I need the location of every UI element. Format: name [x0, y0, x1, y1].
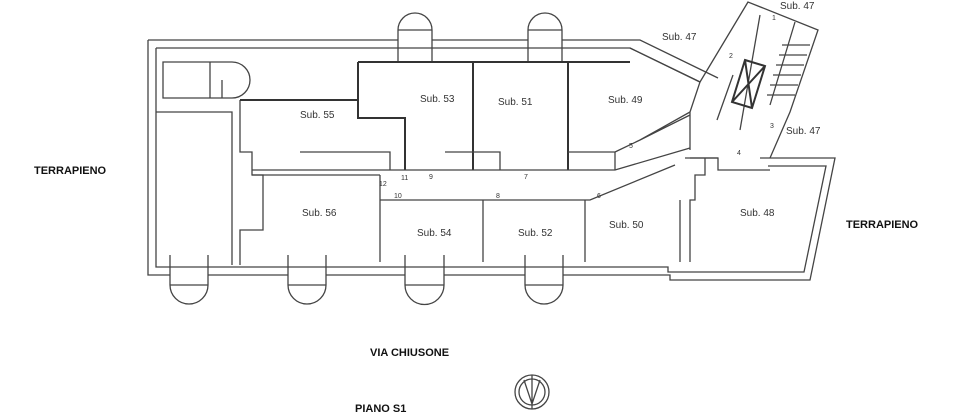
marker-2: 2 — [729, 53, 733, 60]
room-label-sub48: Sub. 48 — [740, 208, 775, 219]
inner-wall — [155, 47, 827, 273]
marker-8: 8 — [496, 193, 500, 200]
room-walls-upper-thin — [300, 47, 701, 170]
marker-1: 1 — [772, 15, 776, 22]
marker-3: 3 — [770, 123, 774, 130]
room-label-sub49: Sub. 49 — [608, 95, 643, 106]
outer-wall — [147, 39, 836, 281]
stairs — [767, 21, 810, 106]
marker-4: 4 — [737, 150, 741, 157]
lift-shaft — [730, 58, 767, 110]
marker-10: 10 — [394, 193, 402, 200]
room-label-sub52: Sub. 52 — [518, 228, 553, 239]
marker-7: 7 — [524, 174, 528, 181]
north-arrow-icon — [514, 374, 550, 410]
terrapieno-right-label: TERRAPIENO — [846, 219, 919, 231]
room-walls-upper — [240, 61, 630, 170]
marker-12: 12 — [379, 181, 387, 188]
bay-bottom — [524, 255, 564, 305]
room-label-sub51: Sub. 51 — [498, 97, 533, 108]
corridor — [252, 147, 691, 262]
stairwell — [699, 1, 819, 159]
bay-top — [527, 12, 563, 62]
bay-bottom — [169, 255, 209, 305]
room-label-sub54: Sub. 54 — [417, 228, 452, 239]
room-label-sub56: Sub. 56 — [302, 208, 337, 219]
floor-label: PIANO S1 — [355, 403, 406, 415]
room-label-sub50: Sub. 50 — [609, 220, 644, 231]
bay-bottom — [404, 255, 445, 306]
marker-6: 6 — [597, 193, 601, 200]
marker-5: 5 — [629, 143, 633, 150]
sub48-walls — [685, 157, 770, 262]
left-storage — [156, 61, 264, 265]
room-label-sub47-top: Sub. 47 — [662, 32, 697, 43]
room-label-sub55: Sub. 55 — [300, 110, 335, 121]
bay-top — [397, 12, 433, 62]
room-label-sub47-right: Sub. 47 — [786, 126, 821, 137]
bay-bottom — [287, 255, 327, 305]
room-label-sub47-cut: Sub. 47 — [780, 1, 815, 12]
street-label: VIA CHIUSONE — [370, 347, 449, 359]
marker-11: 11 — [401, 175, 408, 182]
terrapieno-left-label: TERRAPIENO — [34, 165, 107, 177]
room-label-sub53: Sub. 53 — [420, 94, 455, 105]
marker-9: 9 — [429, 174, 433, 181]
